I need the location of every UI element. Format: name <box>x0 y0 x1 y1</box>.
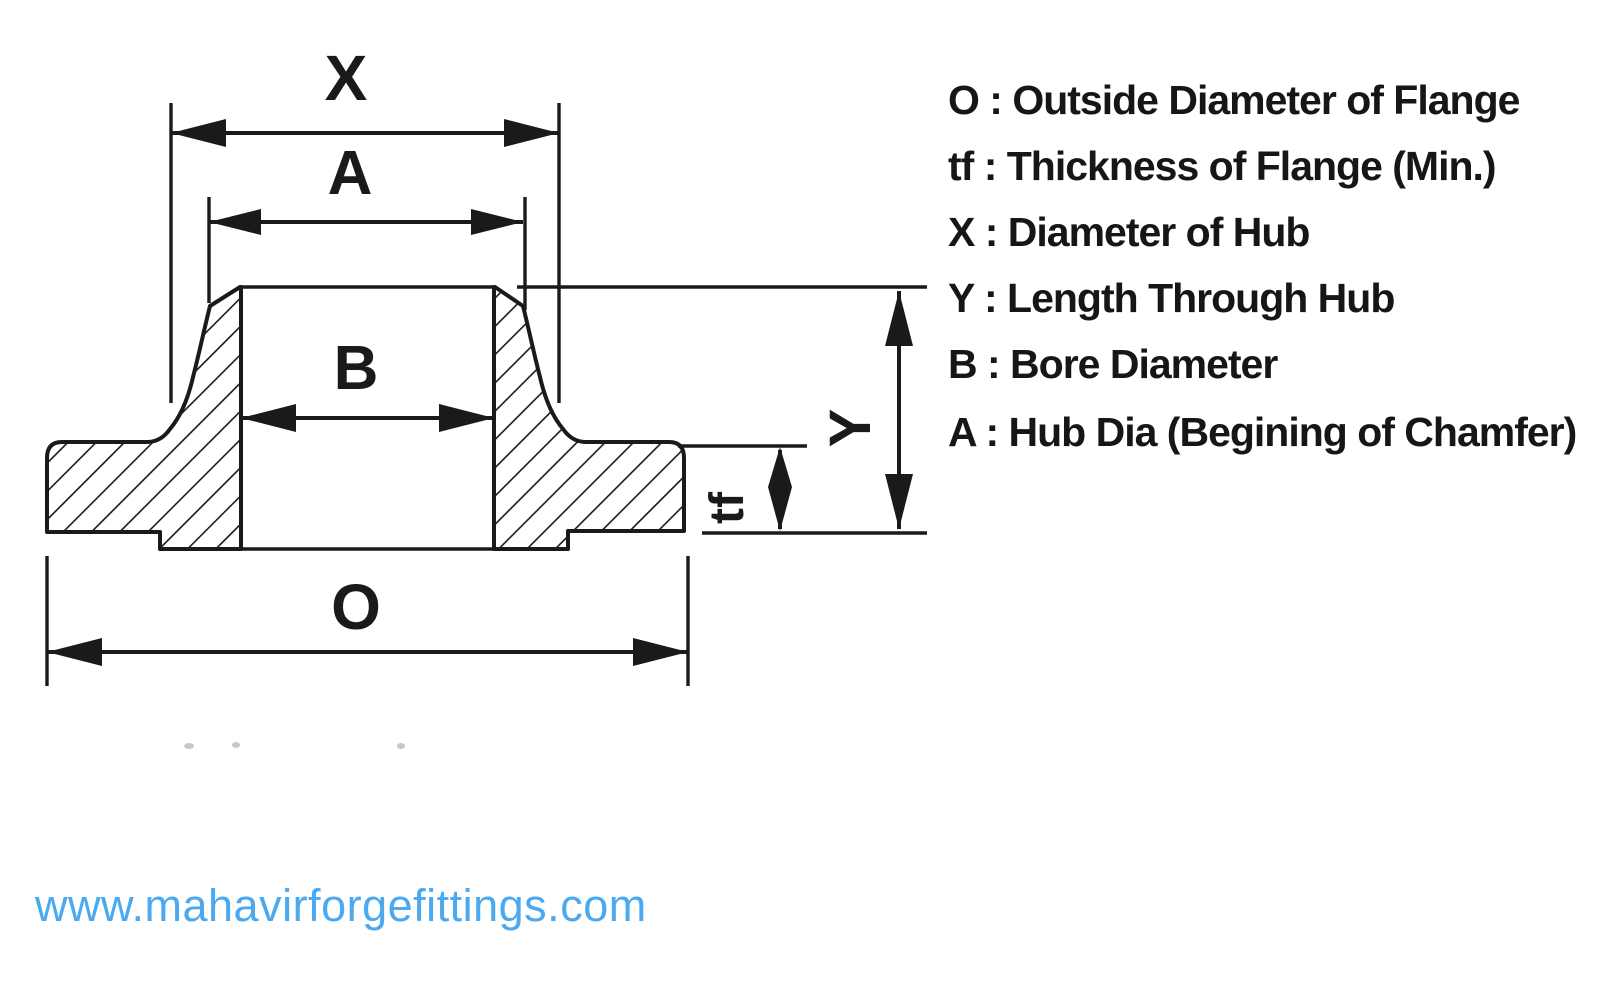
legend-item-o: O : Outside Diameter of Flange <box>948 77 1520 123</box>
dim-y-arrowhead-top <box>885 291 913 346</box>
scan-artifacts <box>184 742 405 749</box>
dim-o-arrowhead-right <box>633 638 688 666</box>
dimension-b: B <box>241 334 494 432</box>
legend-item-y: Y : Length Through Hub <box>948 275 1394 321</box>
artifact-dot <box>232 742 240 748</box>
legend-item-x: X : Diameter of Hub <box>948 209 1309 255</box>
dimension-o: O <box>45 556 690 686</box>
dim-b-arrowhead-right <box>439 404 494 432</box>
dim-b-label: B <box>334 334 379 403</box>
dim-x-arrowhead-right <box>504 119 559 147</box>
legend-item-b: B : Bore Diameter <box>948 341 1278 387</box>
artifact-dot <box>184 743 194 749</box>
dim-o-arrowhead-left <box>47 638 102 666</box>
flange-left-section <box>45 285 243 551</box>
dim-x-arrowhead-left <box>171 119 226 147</box>
dim-y-arrowhead-bottom <box>885 474 913 529</box>
dimension-tf: tf <box>678 444 807 531</box>
flange-right-section <box>492 285 686 551</box>
legend-item-tf: tf : Thickness of Flange (Min.) <box>948 143 1496 189</box>
flange-cross-section <box>45 285 686 551</box>
dim-a-arrowhead-left <box>209 209 261 235</box>
legend-item-a: A : Hub Dia (Begining of Chamfer) <box>948 409 1576 455</box>
dim-b-arrowhead-left <box>241 404 296 432</box>
dim-a-label: A <box>328 139 373 208</box>
dim-tf-arrowhead-diamond <box>768 447 792 531</box>
website-url-watermark: www.mahavirforgefittings.com <box>34 880 647 931</box>
artifact-dot <box>397 743 405 749</box>
dim-tf-label: tf <box>701 491 754 524</box>
dim-y-label: Y <box>818 409 883 448</box>
legend: O : Outside Diameter of Flange tf : Thic… <box>948 77 1577 455</box>
dim-x-label: X <box>325 42 368 114</box>
dim-o-label: O <box>331 571 381 643</box>
dim-a-arrowhead-right <box>471 209 523 235</box>
dimension-x: X <box>169 42 561 403</box>
dimension-a: A <box>207 139 527 310</box>
dimension-y: Y <box>517 285 927 535</box>
